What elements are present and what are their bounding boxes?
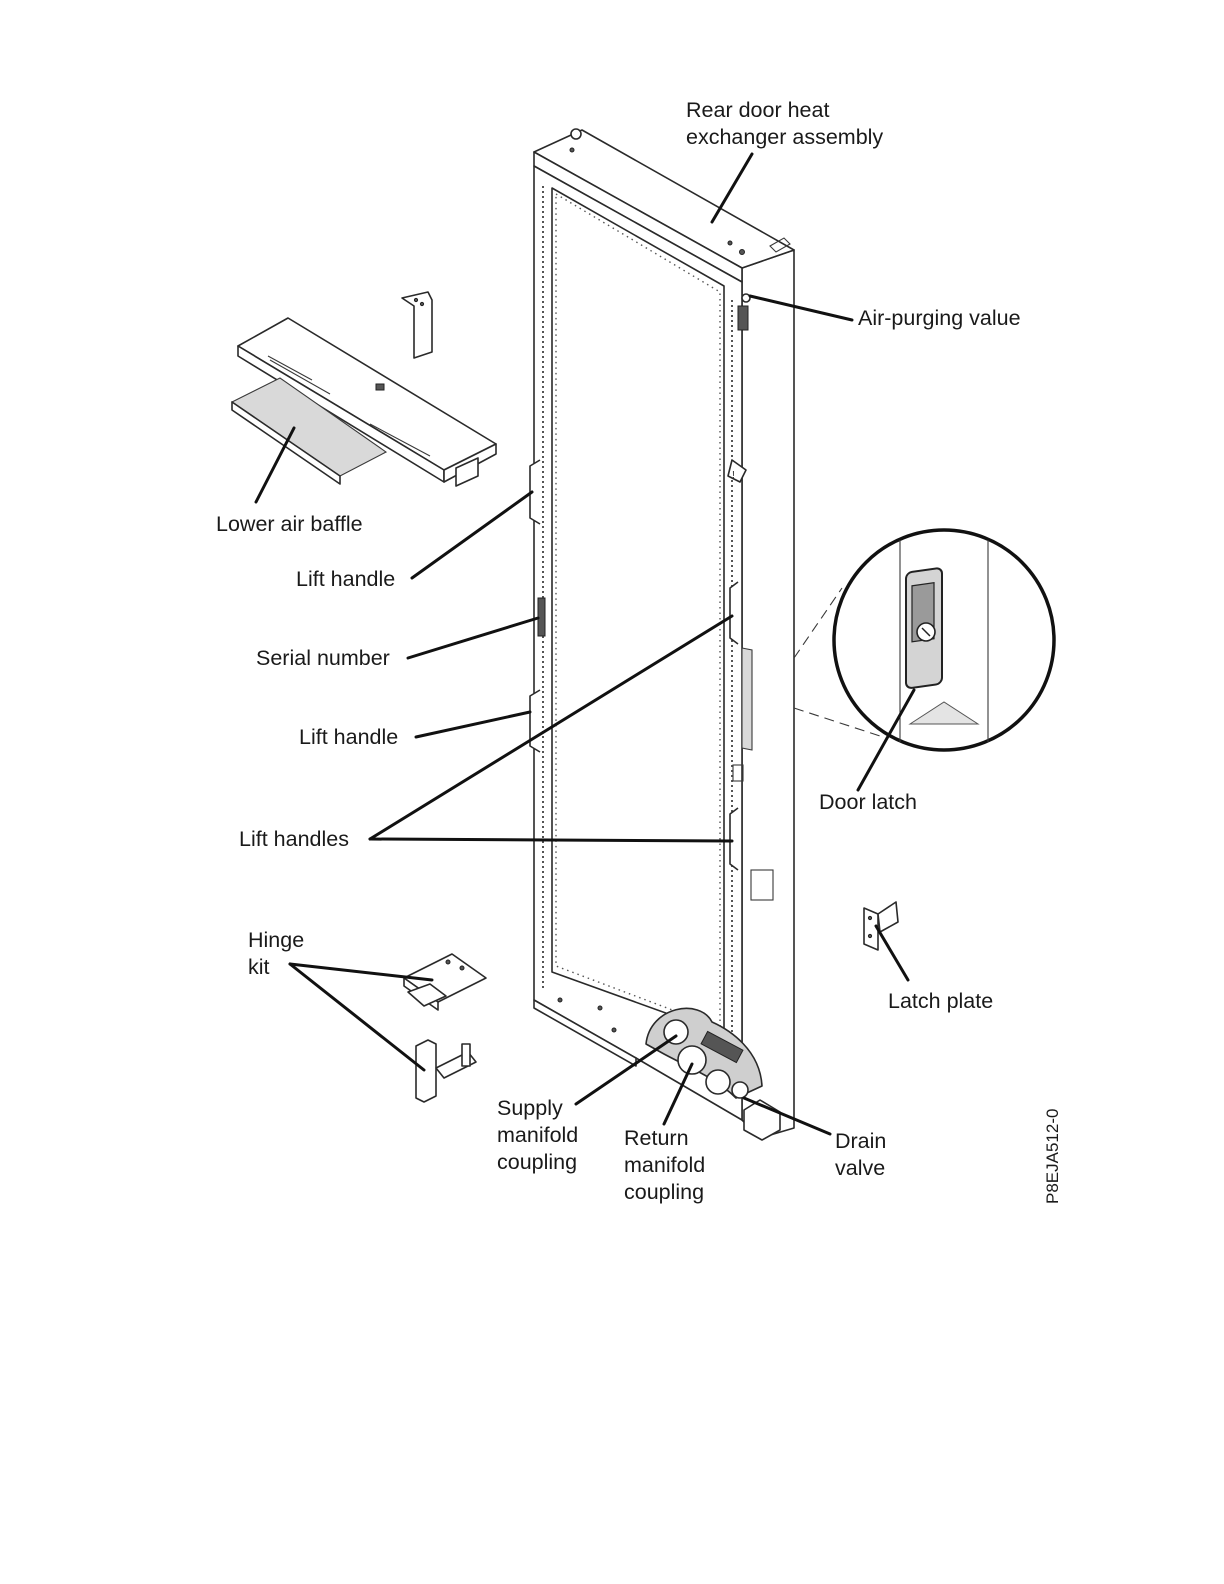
leader-lift-handles-b bbox=[370, 839, 732, 841]
label-lift-handle-upper: Lift handle bbox=[296, 567, 395, 591]
label-drain-line1: Drain bbox=[835, 1129, 886, 1153]
label-hinge-kit-line2: kit bbox=[248, 955, 270, 979]
label-door-latch: Door latch bbox=[819, 790, 917, 814]
hinge-kit bbox=[404, 954, 486, 1102]
leader-latch-plate bbox=[876, 926, 908, 980]
rear-door-heat-exchanger-assembly: ! bbox=[530, 129, 794, 1140]
leader-lift-handle-lower bbox=[416, 712, 530, 737]
label-lower-air-baffle: Lower air baffle bbox=[216, 512, 363, 536]
label-serial-number: Serial number bbox=[256, 646, 390, 670]
label-lift-handles: Lift handles bbox=[239, 827, 349, 851]
label-return-line2: manifold bbox=[624, 1153, 705, 1177]
label-supply-line3: coupling bbox=[497, 1150, 577, 1174]
label-rear-door-line2: exchanger assembly bbox=[686, 125, 883, 149]
label-rear-door-line1: Rear door heat bbox=[686, 98, 829, 122]
label-return-line3: coupling bbox=[624, 1180, 704, 1204]
label-drain-line2: valve bbox=[835, 1156, 885, 1180]
lower-air-baffle bbox=[232, 292, 496, 486]
leader-hinge-kit-a bbox=[290, 964, 432, 980]
latch-plate bbox=[864, 902, 898, 950]
label-hinge-kit-line1: Hinge bbox=[248, 928, 304, 952]
door-latch-detail bbox=[794, 530, 1054, 750]
label-return-line1: Return bbox=[624, 1126, 689, 1150]
label-supply-line1: Supply bbox=[497, 1096, 563, 1120]
label-latch-plate: Latch plate bbox=[888, 989, 993, 1013]
leader-rear-door bbox=[712, 154, 752, 222]
label-lift-handle-lower: Lift handle bbox=[299, 725, 398, 749]
figure-id: P8EJA512-0 bbox=[1043, 1109, 1062, 1204]
svg-text:!: ! bbox=[732, 470, 735, 481]
label-air-purging-value: Air-purging value bbox=[858, 306, 1021, 330]
leader-lift-handle-upper bbox=[412, 492, 532, 578]
label-supply-line2: manifold bbox=[497, 1123, 578, 1147]
leader-serial-number bbox=[408, 618, 538, 658]
